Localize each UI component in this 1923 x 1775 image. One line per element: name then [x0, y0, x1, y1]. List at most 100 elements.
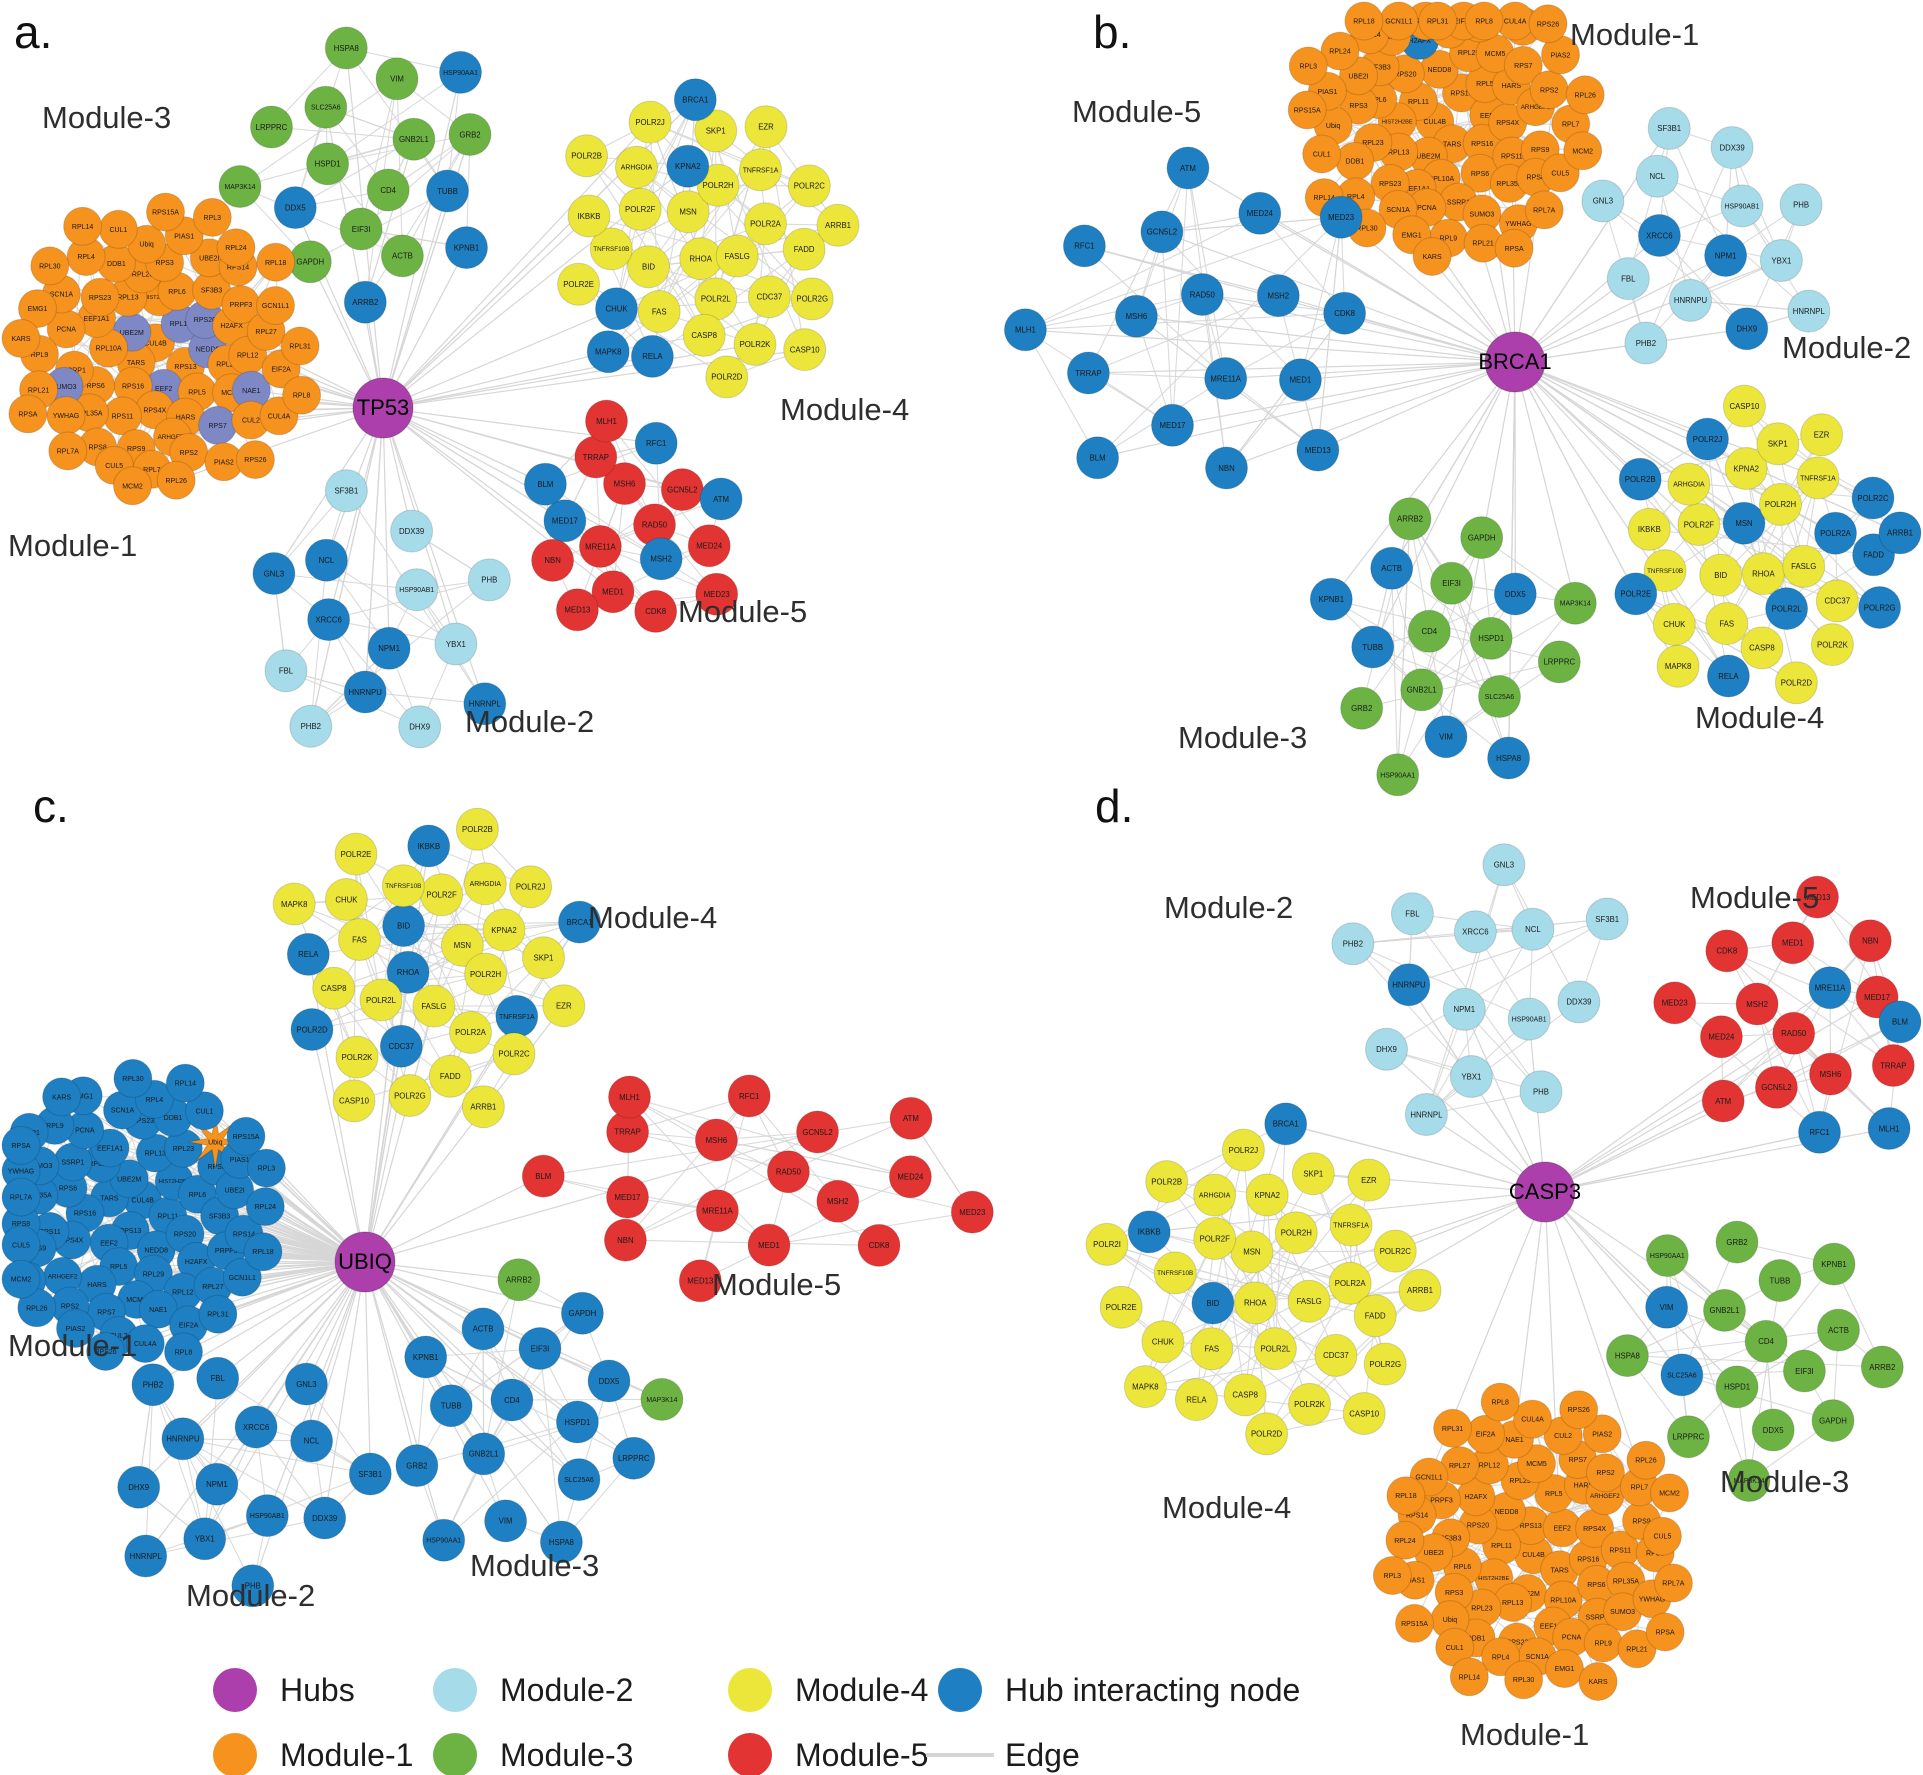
- node-med23: MED23: [695, 572, 739, 616]
- node-label: ARHGDIA: [621, 165, 653, 172]
- edge: [182, 1438, 325, 1519]
- node-label: RPL8: [1475, 19, 1493, 26]
- module-label-b-module-2: Module-2: [1782, 330, 1911, 365]
- node-label: NPM1: [206, 1480, 228, 1489]
- node-label: RPL3: [1384, 1573, 1402, 1580]
- node-hspd1: HSPD1: [555, 1400, 599, 1444]
- node-label: NAE1: [149, 1307, 167, 1314]
- node-label: VIM: [499, 1517, 513, 1526]
- node-label: GNL3: [1494, 861, 1514, 870]
- node-circle: [816, 203, 860, 247]
- edge: [1627, 1355, 1883, 1368]
- node-label: RPL21: [1626, 1646, 1648, 1653]
- node-label: HSP90AA1: [1380, 772, 1415, 779]
- node-circle: [1511, 907, 1555, 951]
- node-label: CUL5: [12, 1242, 30, 1249]
- node-casp10: CASP10: [783, 328, 827, 372]
- node-label: TARS: [100, 1195, 118, 1202]
- edge: [364, 134, 471, 303]
- node-label: HIST2H2BE: [159, 1179, 190, 1185]
- node-circle: [694, 109, 738, 153]
- node-label: CD4: [504, 1396, 520, 1405]
- node-label: RPL7: [143, 467, 161, 474]
- node-med24: MED24: [1238, 191, 1282, 235]
- node-label: RPS3: [1349, 103, 1367, 110]
- node-circle: [1245, 1173, 1289, 1217]
- node-label: RPL6: [1369, 97, 1387, 104]
- edge: [217, 1377, 371, 1475]
- legend-item-module-2: Module-2: [433, 1668, 633, 1712]
- node-circle: [1141, 1320, 1185, 1364]
- node-circle: [1066, 351, 1110, 395]
- node-label: RHOA: [689, 254, 712, 263]
- node-circle: [733, 322, 777, 366]
- node-circle: [1656, 644, 1700, 688]
- node-circle: [264, 649, 308, 693]
- node-circle: [1387, 963, 1431, 1007]
- node-label: RPS6: [1471, 171, 1489, 178]
- hub-edge: [364, 1046, 402, 1263]
- node-label: POLR2F: [1200, 1234, 1231, 1243]
- node-cdc37: CDC37: [747, 275, 791, 319]
- node-label: Ubiq: [1443, 1617, 1458, 1624]
- node-circle: [461, 1085, 505, 1129]
- node-label: RPS6: [59, 1186, 77, 1193]
- node-vim: VIM: [375, 57, 419, 101]
- node-arrb2: ARRB2: [497, 1258, 541, 1302]
- node-circle: [1365, 1027, 1408, 1071]
- node-circle: [448, 113, 492, 156]
- node-label: POLR2J: [1229, 1146, 1259, 1155]
- node-label: POLR2G: [1369, 1360, 1401, 1369]
- node-circle: [565, 134, 609, 178]
- node-label: RPL29: [143, 1272, 165, 1279]
- node-phb2: PHB2: [289, 704, 333, 748]
- node-label: MAP3K14: [646, 1397, 677, 1404]
- legend-label-module-5: Module-5: [795, 1737, 928, 1773]
- node-label: KPNB1: [454, 243, 480, 252]
- node-msh2: MSH2: [816, 1179, 860, 1223]
- node-hsp90aa1: HSP90AA1: [422, 1518, 466, 1562]
- node-polr2b: POLR2B: [455, 807, 499, 851]
- edge: [1145, 1354, 1336, 1388]
- node-label: SKP1: [534, 954, 554, 963]
- node-circle: [245, 1494, 289, 1538]
- node-label: MAPK8: [1665, 662, 1691, 671]
- node-med13: MED13: [1296, 428, 1340, 472]
- node-label: HSP90AB1: [250, 1513, 285, 1520]
- panel-a-labels-layer: Module-3Module-1Module-4Module-5Module-2…: [8, 6, 909, 739]
- node-label: RPS15A: [233, 1134, 260, 1141]
- node-chuk: CHUK: [595, 287, 638, 331]
- node-circle: [1815, 579, 1859, 623]
- node-tnfrsf10b: TNFRSF10B: [589, 227, 633, 271]
- node-dhx9: DHX9: [117, 1465, 161, 1509]
- hub-edge: [1317, 361, 1516, 451]
- node-arhgdia: ARHGDIA: [615, 145, 658, 189]
- node-tnfrsf10b: TNFRSF10B: [1643, 549, 1687, 593]
- hub-edge: [364, 1131, 818, 1263]
- node-label: SF3B3: [1369, 64, 1391, 71]
- hub-edge: [1514, 235, 1660, 363]
- node-label: SKP1: [1303, 1170, 1323, 1179]
- node-label: RPS26: [95, 1349, 117, 1356]
- hub-edge: [382, 351, 609, 409]
- node-circle: [428, 1054, 472, 1098]
- node-circle: [1765, 587, 1809, 631]
- node-label: CUL4B: [144, 340, 167, 347]
- node-label: MAPK8: [281, 900, 307, 909]
- node-fas: FAS: [1705, 602, 1749, 646]
- node-msh6: MSH6: [1809, 1052, 1852, 1096]
- node-circle: [246, 1148, 286, 1188]
- node-circle: [1287, 1279, 1331, 1323]
- node-rpl7a: RPL7A: [1653, 1563, 1693, 1603]
- node-label: FBL: [1621, 274, 1636, 283]
- legend-label-edge: Edge: [1005, 1737, 1080, 1773]
- node-label: ACTB: [1381, 564, 1402, 573]
- node-circle: [196, 1356, 240, 1400]
- node-label: GNL3: [296, 1380, 316, 1389]
- node-circle: [1256, 274, 1300, 318]
- node-label: TNFRSF10B: [593, 246, 629, 253]
- node-circle: [1407, 609, 1451, 653]
- node-map3k14: MAP3K14: [218, 165, 262, 208]
- node-label: RPL27: [255, 329, 277, 336]
